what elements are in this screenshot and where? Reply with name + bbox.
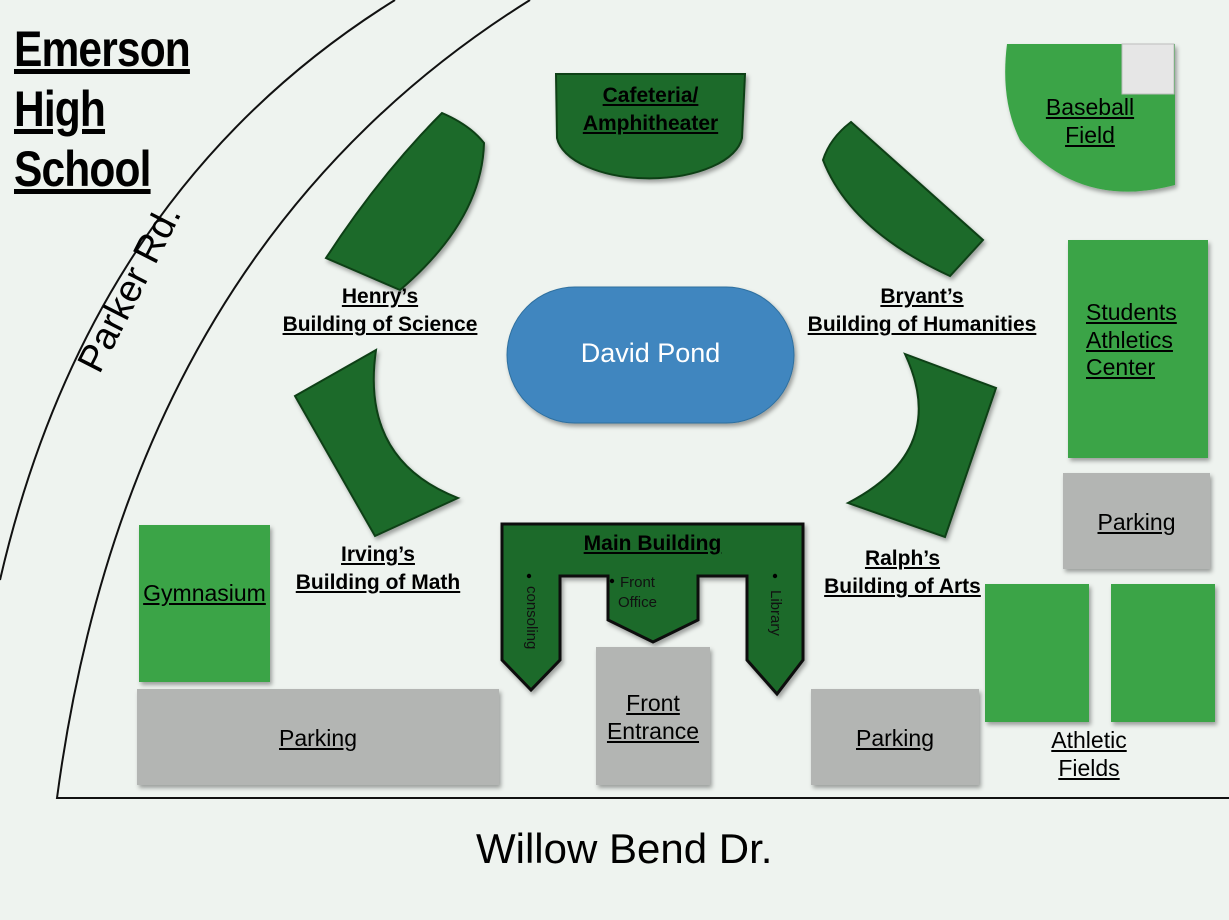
baseball-field-label: Baseball Field [1025,94,1155,149]
math-building-label: Irving’s Building of Math [268,541,488,598]
baseball-label-line-1: Baseball [1045,94,1135,120]
main-building [500,522,805,697]
humanities-building [821,120,985,278]
athletics-center-line-3: Center [1086,354,1156,381]
front-entrance-label: Front Entrance [596,690,710,745]
willow-bend-road-label: Willow Bend Dr. [476,825,773,872]
front-entrance-lot [596,647,710,785]
athletic-fields-label: Athletic Fields [1024,727,1154,782]
athletics-center-line-1: Students [1086,299,1177,325]
humanities-label-line-1: Bryant’s [880,285,964,308]
school-title-line-1: Emerson [14,21,191,77]
math-building [293,348,461,538]
athletic-field-left [985,584,1089,722]
humanities-building-label: Bryant’s Building of Humanities [782,283,1062,340]
arts-label-line-1: Ralph’s [864,547,941,570]
parker-road-outer-edge [0,0,396,581]
arts-label-line-2: Building of Arts [824,575,981,599]
school-title-line-2: High [14,81,106,137]
consoling-label: consoling [523,586,540,650]
parking-lot-right [1063,473,1210,569]
david-pond [506,286,795,424]
cafeteria-label: Cafeteria/ Amphitheater [556,82,745,139]
library-label: Library [767,590,784,636]
front-office-label: Front Office [618,573,657,612]
arts-building-label: Ralph’s Building of Arts [800,545,1005,602]
athletics-center-line-2: Athletics [1086,326,1173,353]
parker-road-inner-edge [55,0,1229,799]
parking-lot-left [137,689,499,785]
main-building-label: Main Building [583,532,722,555]
parking-lot-center [811,689,979,785]
cafeteria-label-line-1: Cafeteria/ [602,84,699,107]
athletics-center [1068,240,1208,458]
parking-left-label: Parking [279,725,357,751]
math-label-line-2: Building of Math [295,571,461,595]
baseball-corner-marker [1121,43,1175,95]
gymnasium [139,525,270,682]
humanities-label-line-2: Building of Humanities [807,313,1037,337]
athletic-fields-line-1: Athletic [1051,727,1127,753]
gymnasium-label: Gymnasium [143,580,266,606]
cafeteria-building [554,73,747,180]
science-building-label: Henry’s Building of Science [250,283,510,340]
science-label-line-2: Building of Science [282,313,478,337]
david-pond-label: David Pond [580,338,721,368]
bullet-dot-consoling [526,573,532,579]
school-title-line-3: School [14,141,151,197]
athletic-field-right [1111,584,1215,722]
front-office-line-1: Front [619,574,655,591]
bullet-dot-library [772,573,778,579]
front-office-line-2: Office [618,593,657,611]
math-label-line-1: Irving’s [341,543,415,566]
front-entrance-line-2: Entrance [606,717,700,744]
science-building [324,111,486,292]
baseball-label-line-2: Field [1065,121,1115,148]
bullet-dot-front-office [609,578,615,584]
front-entrance-line-1: Front [626,690,680,716]
cafeteria-label-line-2: Amphitheater [582,112,719,136]
parking-right-label: Parking [1097,509,1176,535]
athletic-fields-line-2: Fields [1058,754,1120,781]
parking-center-label: Parking [856,725,934,751]
arts-building [845,352,998,539]
science-label-line-1: Henry’s [341,285,419,308]
athletics-center-label: Students Athletics Center [1086,299,1177,382]
